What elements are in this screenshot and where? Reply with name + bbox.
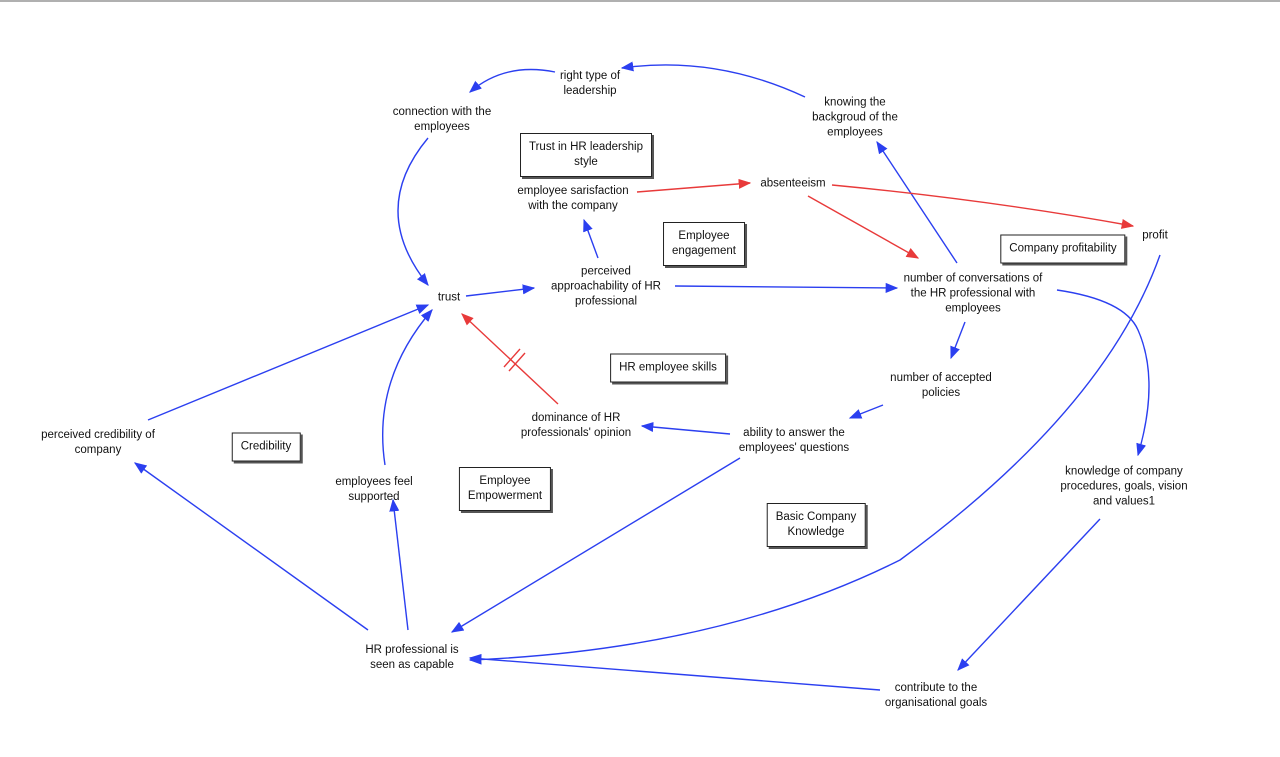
- node-connection-with-employees[interactable]: connection with the employees: [392, 106, 492, 133]
- node-perceived-approachability[interactable]: perceived approachability of HR professi…: [551, 265, 661, 308]
- link-leadership-to-connection: [469, 68, 556, 93]
- node-employees-feel-supported[interactable]: employees feel supported: [335, 476, 413, 503]
- link-accepted-policies-to-ability: [848, 404, 884, 419]
- node-knowing-background[interactable]: knowing the backgroud of the employees: [812, 96, 898, 139]
- node-absenteeism[interactable]: absenteeism: [760, 177, 826, 190]
- node-number-of-accepted-policies[interactable]: number of accepted policies: [890, 372, 992, 399]
- link-absenteeism-to-profit: [831, 184, 1135, 229]
- loop-label-credibility[interactable]: Credibility: [231, 432, 301, 462]
- delay-mark-1: [503, 348, 521, 368]
- loop-label-basic-company-knowledge[interactable]: Basic Company Knowledge: [766, 503, 866, 547]
- link-absenteeism-to-conversations: [807, 195, 920, 259]
- link-trust-to-approachability: [465, 284, 536, 297]
- link-satisfaction-to-absenteeism: [636, 178, 752, 193]
- link-credibility-to-trust: [147, 304, 430, 421]
- link-hr-capable-to-supported: [389, 498, 409, 631]
- link-dominance-to-trust: [461, 313, 559, 405]
- window-top-border: [0, 0, 1280, 2]
- node-dominance-of-opinion[interactable]: dominance of HR professionals' opinion: [520, 412, 632, 439]
- loop-label-employee-empowerment[interactable]: Employee Empowerment: [458, 467, 552, 511]
- link-contribute-to-hr-capable: [468, 653, 881, 691]
- link-approachability-to-conversations: [674, 282, 899, 293]
- link-conversations-to-accepted-policies: [950, 321, 966, 360]
- node-number-of-conversations[interactable]: number of conversations of the HR profes…: [903, 272, 1043, 315]
- loop-label-employee-engagement[interactable]: Employee engagement: [663, 222, 745, 266]
- node-hr-seen-capable[interactable]: HR professional is seen as capable: [365, 644, 459, 671]
- node-trust[interactable]: trust: [437, 291, 461, 304]
- link-ability-to-hr-capable: [450, 457, 741, 633]
- node-knowledge-of-company[interactable]: knowledge of company procedures, goals, …: [1060, 465, 1188, 508]
- loop-label-trust-in-hr-leadership[interactable]: Trust in HR leadership style: [520, 133, 652, 177]
- node-contribute-to-goals[interactable]: contribute to the organisational goals: [884, 682, 988, 709]
- loop-label-company-profitability[interactable]: Company profitability: [1000, 234, 1126, 264]
- link-conversations-to-knowing-background: [876, 140, 958, 264]
- link-supported-to-trust: [382, 309, 433, 466]
- link-hr-capable-to-credibility: [133, 462, 369, 631]
- link-conversations-to-knowledge: [1056, 289, 1150, 457]
- loop-label-hr-employee-skills[interactable]: HR employee skills: [610, 353, 726, 383]
- link-ability-to-dominance: [640, 422, 731, 435]
- link-knowledge-to-contribute: [957, 518, 1101, 671]
- link-profit-to-hr-capable: [468, 254, 1161, 665]
- node-ability-to-answer[interactable]: ability to answer the employees' questio…: [738, 427, 850, 454]
- delay-mark-2: [508, 352, 526, 372]
- node-employee-satisfaction[interactable]: employee sarisfaction with the company: [517, 185, 629, 212]
- node-perceived-credibility[interactable]: perceived credibility of company: [41, 429, 155, 456]
- node-profit[interactable]: profit: [1142, 229, 1168, 242]
- link-knowing-background-to-leadership: [620, 61, 806, 98]
- link-approachability-to-satisfaction: [583, 218, 599, 259]
- node-right-type-of-leadership[interactable]: right type of leadership: [559, 70, 621, 97]
- link-connection-to-trust: [397, 137, 429, 286]
